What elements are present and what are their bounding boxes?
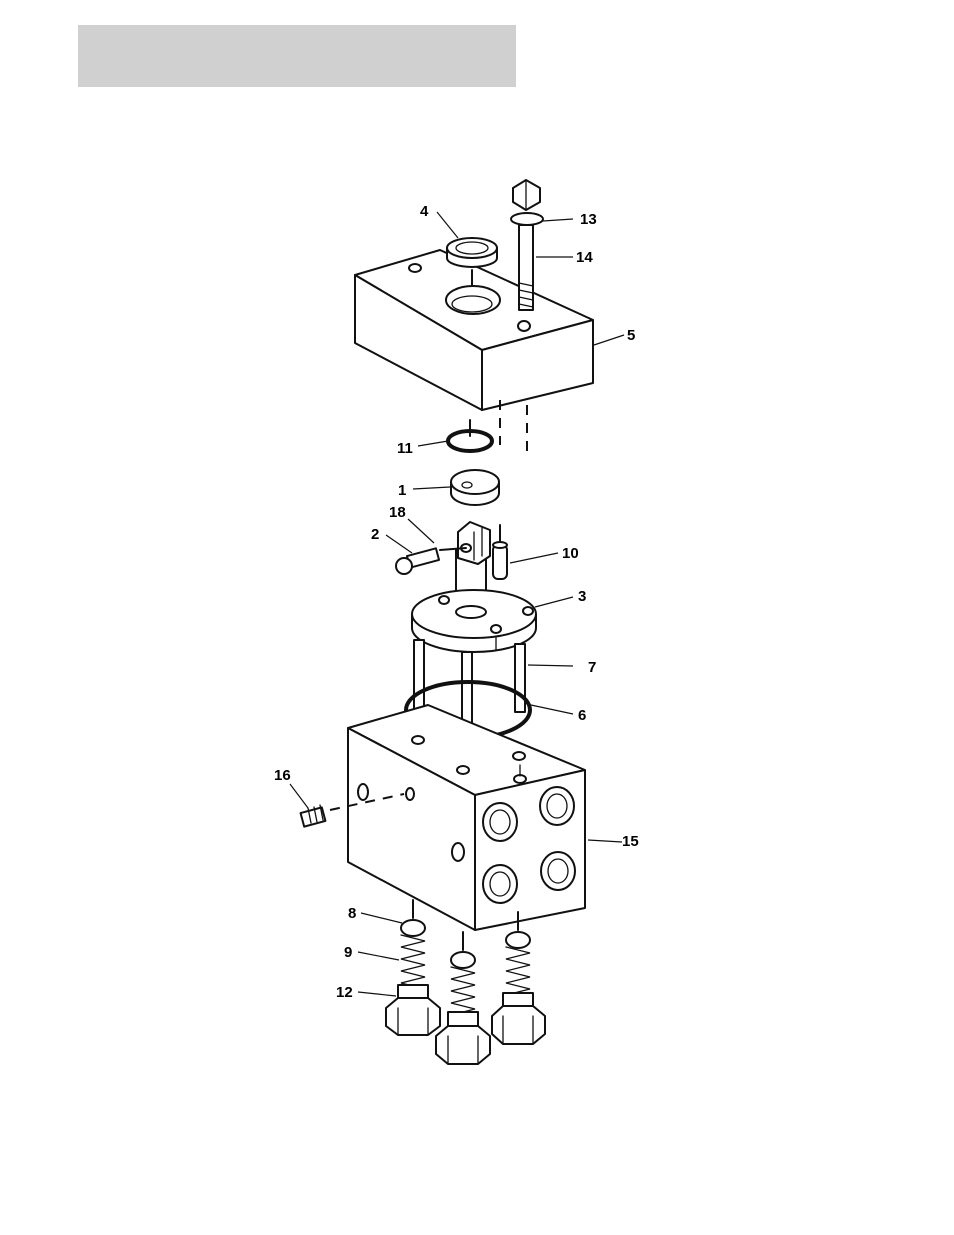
roller-pin — [493, 525, 507, 579]
cover-block — [355, 250, 593, 410]
callout-11: 11 — [397, 440, 413, 457]
callout-14: 14 — [576, 249, 593, 266]
washer — [451, 470, 499, 505]
callout-1: 1 — [398, 482, 406, 499]
spring-assembly-left — [386, 900, 440, 1035]
callout-18: 18 — [389, 504, 406, 521]
callout-9: 9 — [344, 944, 352, 961]
valve-body — [348, 705, 585, 930]
callout-15: 15 — [622, 833, 639, 850]
retainer-plate — [412, 590, 536, 652]
callout-7: 7 — [588, 659, 596, 676]
callout-12: 12 — [336, 984, 353, 1001]
callout-5: 5 — [627, 327, 635, 344]
callout-6: 6 — [578, 707, 586, 724]
callout-16: 16 — [274, 767, 291, 784]
callout-3: 3 — [578, 588, 586, 605]
callout-2: 2 — [371, 526, 379, 543]
callout-10: 10 — [562, 545, 579, 562]
spring-assembly-center — [436, 932, 490, 1064]
callout-4: 4 — [420, 203, 429, 220]
callout-13: 13 — [580, 211, 597, 228]
callout-8: 8 — [348, 905, 356, 922]
spring-assembly-right — [492, 912, 545, 1044]
